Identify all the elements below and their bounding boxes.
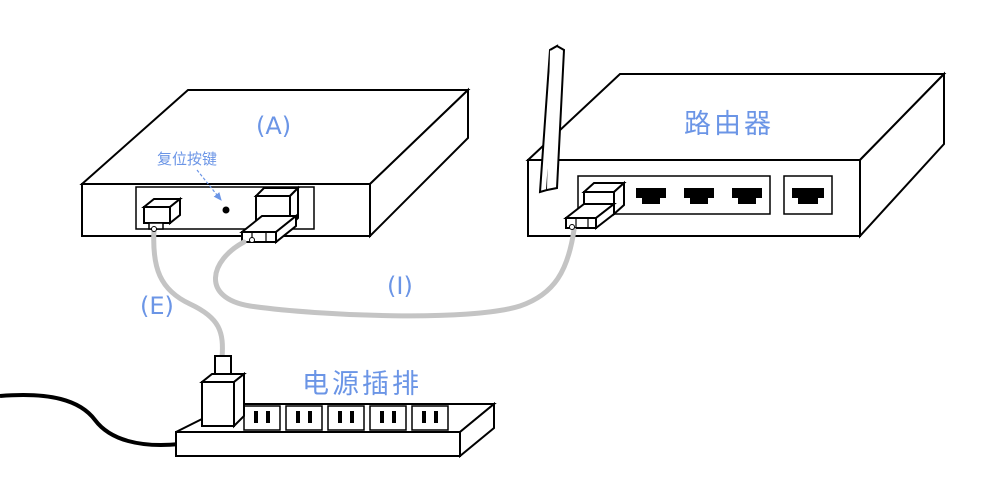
router-lan-port[interactable] <box>636 188 666 204</box>
mains-cord <box>0 393 181 447</box>
network-cable <box>213 227 577 319</box>
router-wan-port[interactable] <box>792 188 824 204</box>
device-power-plug <box>141 196 183 230</box>
reset-button[interactable] <box>222 206 230 214</box>
power-strip-socket[interactable] <box>369 405 407 431</box>
power-strip-plug <box>199 355 247 429</box>
router-lan-port[interactable] <box>684 188 714 204</box>
power-strip-socket[interactable] <box>327 405 365 431</box>
device-network-plug <box>239 213 299 245</box>
power-strip-socket[interactable] <box>411 405 449 431</box>
cable-joint <box>569 224 575 230</box>
power-strip-socket[interactable] <box>243 405 281 431</box>
router-label: 路由器 <box>684 109 774 140</box>
router-lan-port[interactable] <box>732 188 762 204</box>
power-cable-label: (E) <box>140 292 174 320</box>
cable-joint <box>249 237 255 243</box>
power-cable <box>151 227 225 361</box>
network-cable-label: (I) <box>387 272 413 300</box>
reset-arrow <box>196 169 222 201</box>
device-a-label: (A) <box>256 112 292 140</box>
reset-button-label: 复位按键 <box>157 150 218 168</box>
cable-joint <box>151 226 157 232</box>
power-strip-label: 电源插排 <box>302 369 422 400</box>
router-antenna <box>538 44 566 194</box>
power-strip-socket[interactable] <box>285 405 323 431</box>
